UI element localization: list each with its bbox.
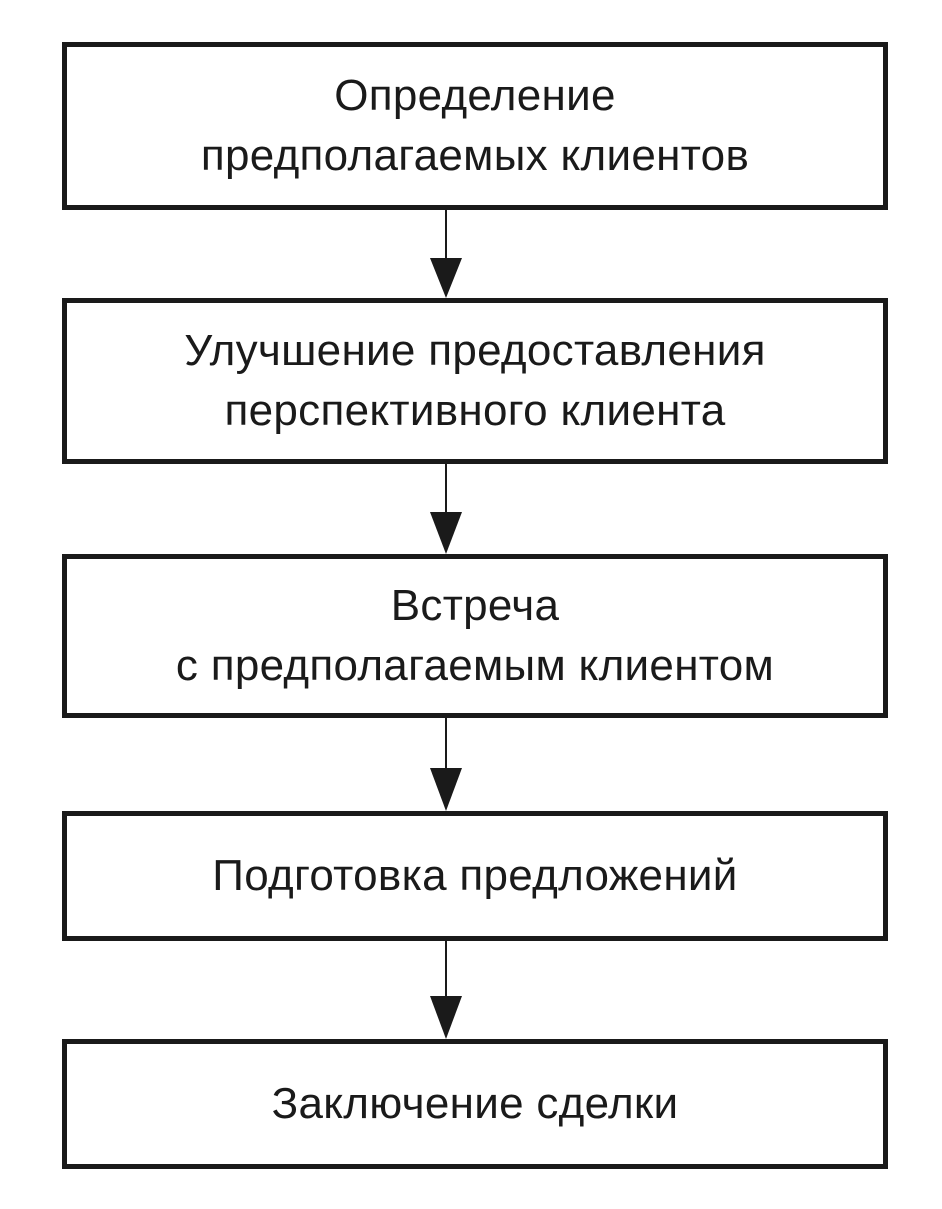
step-label: Заключение сделки [271, 1079, 679, 1128]
flowchart-step-identify-prospects: Определение предполагаемых клиентов [62, 42, 888, 210]
flowchart-step-close-deal: Заключение сделки [62, 1039, 888, 1169]
flowchart-step-improve-prospect-presentation: Улучшение предоставления перспективного … [62, 298, 888, 464]
step-label: Встреча с предполагаемым клиентом [175, 581, 775, 690]
arrow-step-2-to-3 [430, 464, 462, 554]
step-label: Определение предполагаемых клиентов [200, 71, 750, 180]
arrow-step-1-to-2 [430, 210, 462, 298]
flowchart-step-meet-prospect: Встреча с предполагаемым клиентом [62, 554, 888, 718]
flowchart-step-prepare-proposals: Подготовка предложений [62, 811, 888, 941]
step-label: Подготовка предложений [212, 851, 738, 900]
arrow-step-3-to-4 [430, 718, 462, 811]
arrow-step-4-to-5 [430, 941, 462, 1039]
step-label: Улучшение предоставления перспективного … [184, 326, 766, 435]
